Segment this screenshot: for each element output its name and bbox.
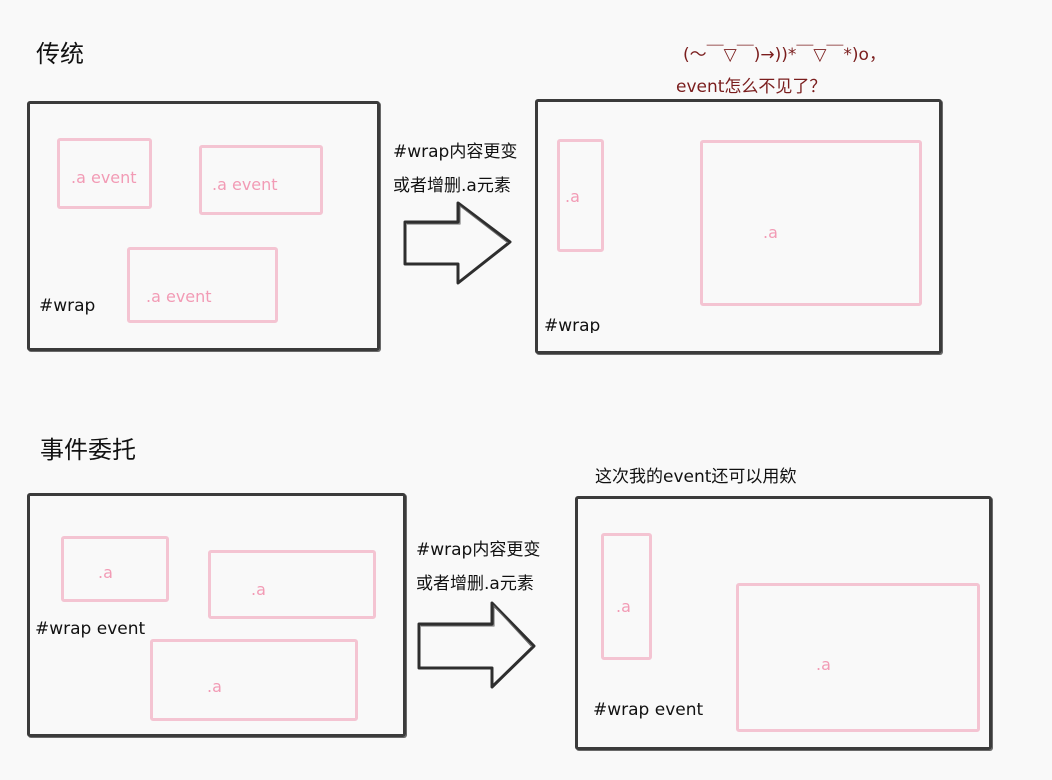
section-title-delegation: 事件委托 bbox=[40, 436, 136, 464]
section-title-traditional: 传统 bbox=[36, 40, 84, 68]
item-a-label: .a bbox=[207, 677, 222, 696]
wrap-container-after bbox=[575, 496, 992, 750]
item-a-box bbox=[736, 583, 980, 732]
item-a-box bbox=[57, 138, 152, 209]
item-a-label: .a bbox=[816, 655, 831, 674]
item-a-box bbox=[199, 145, 323, 215]
wrap-container-after bbox=[535, 99, 942, 354]
right-arrow-icon bbox=[403, 201, 512, 285]
item-a-box bbox=[61, 536, 169, 602]
caption-line: 或者增删.a元素 bbox=[393, 176, 511, 196]
item-a-label: .a event bbox=[212, 175, 278, 194]
change-caption: #wrap内容更变 或者增删.a元素 bbox=[416, 533, 540, 601]
item-a-box bbox=[208, 550, 376, 619]
right-arrow-icon bbox=[417, 601, 536, 689]
item-a-label: .a bbox=[616, 597, 631, 616]
caption-line: #wrap内容更变 bbox=[393, 142, 518, 162]
wrap-label: #wrap bbox=[39, 296, 96, 316]
item-a-box bbox=[127, 247, 278, 323]
caption-line: #wrap内容更变 bbox=[416, 540, 541, 560]
wrap-label: #wrap bbox=[544, 316, 601, 333]
success-note: 这次我的event还可以用欸 bbox=[595, 467, 797, 487]
item-a-box bbox=[601, 533, 652, 660]
item-a-label: .a bbox=[763, 223, 778, 242]
item-a-box bbox=[700, 140, 922, 306]
surprise-note: (～￣▽￣)→))*￣▽￣*)o， bbox=[683, 45, 886, 65]
wrap-label: #wrap event bbox=[35, 619, 146, 639]
change-caption: #wrap内容更变 或者增删.a元素 bbox=[393, 135, 517, 203]
wrap-container-before bbox=[27, 493, 406, 737]
item-a-label: .a event bbox=[71, 168, 137, 187]
wrap-container-before bbox=[27, 101, 380, 351]
item-a-label: .a event bbox=[146, 287, 212, 306]
surprise-note: event怎么不见了？ bbox=[676, 77, 827, 97]
item-a-label: .a bbox=[98, 563, 113, 582]
item-a-label: .a bbox=[565, 187, 580, 206]
item-a-box bbox=[557, 139, 604, 252]
item-a-box bbox=[150, 639, 358, 721]
wrap-label: #wrap event bbox=[593, 700, 704, 720]
item-a-label: .a bbox=[251, 580, 266, 599]
caption-line: 或者增删.a元素 bbox=[416, 574, 534, 594]
